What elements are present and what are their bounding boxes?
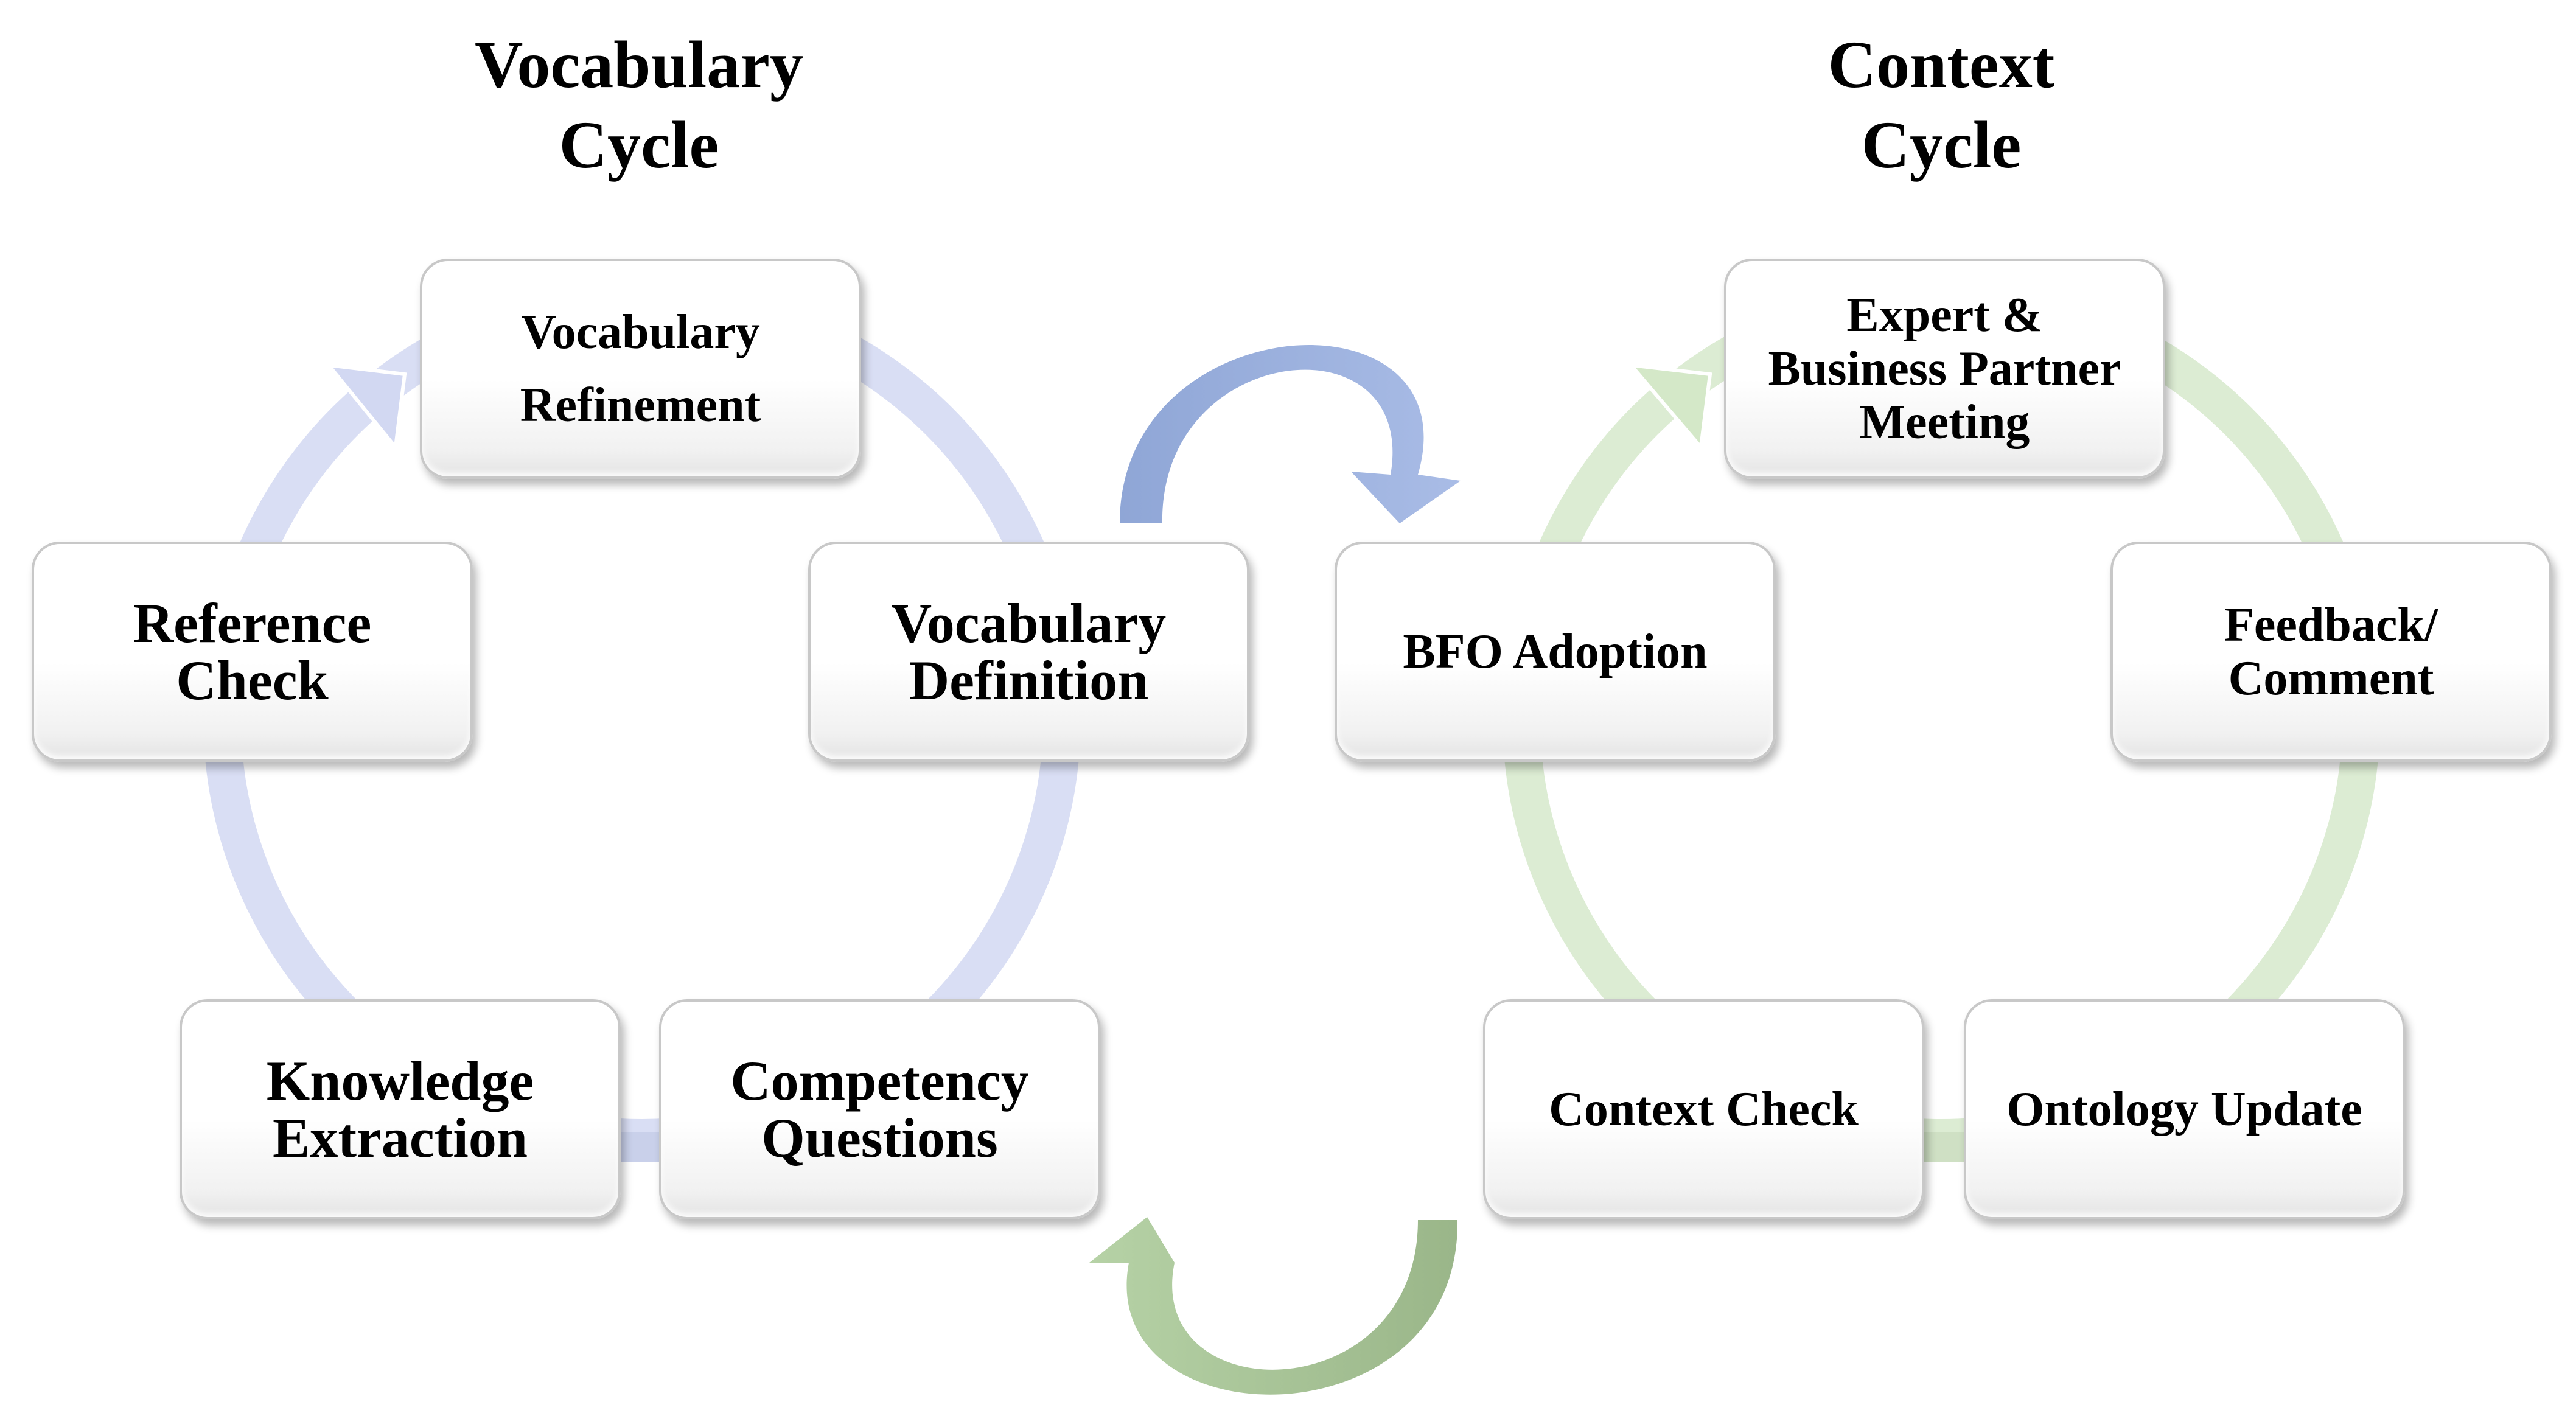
bottom-transfer-arrow <box>1089 1217 1458 1395</box>
ontology-update-label: Ontology Update <box>2006 1083 2362 1136</box>
feedback-comment-node: Feedback/ Comment <box>2110 542 2552 762</box>
vocabulary-refinement-label: Vocabulary Refinement <box>520 305 761 432</box>
knowledge-extraction-node: Knowledge Extraction <box>180 999 621 1219</box>
bfo-adoption-node: BFO Adoption <box>1335 542 1776 762</box>
expert-business-partner-meeting-node: Expert & Business Partner Meeting <box>1724 259 2165 479</box>
knowledge-extraction-label: Knowledge Extraction <box>266 1050 534 1169</box>
ontology-update-node: Ontology Update <box>1964 999 2405 1219</box>
reference-check-label: Reference Check <box>133 592 372 711</box>
expert-business-partner-meeting-label: Expert & Business Partner Meeting <box>1768 288 2121 449</box>
context-cycle-title: Context Cycle <box>1827 27 2055 182</box>
vocabulary-refinement-node: Vocabulary Refinement <box>420 259 861 479</box>
bfo-adoption-label: BFO Adoption <box>1403 625 1708 679</box>
vocabulary-cycle-arrowhead <box>324 363 407 452</box>
reference-check-node: Reference Check <box>32 542 473 762</box>
vocabulary-definition-label: Vocabulary Definition <box>891 592 1167 711</box>
vocabulary-cycle-title: Vocabulary Cycle <box>475 27 803 182</box>
competency-questions-label: Competency Questions <box>730 1050 1029 1169</box>
vocabulary-definition-node: Vocabulary Definition <box>808 542 1249 762</box>
feedback-comment-label: Feedback/ Comment <box>2224 598 2438 705</box>
top-transfer-arrow <box>1120 345 1461 523</box>
context-check-label: Context Check <box>1549 1083 1859 1136</box>
context-check-node: Context Check <box>1483 999 1924 1219</box>
competency-questions-node: Competency Questions <box>659 999 1100 1219</box>
context-cycle-arrowhead <box>1626 363 1712 452</box>
